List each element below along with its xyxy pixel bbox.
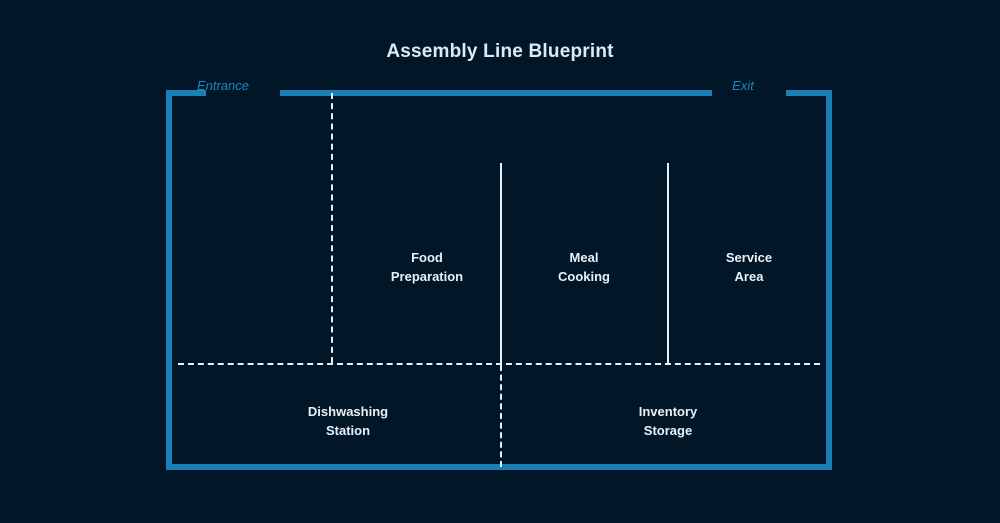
zone-label-service-area: Service Area — [679, 248, 819, 286]
zone-label-line-2: Area — [734, 269, 764, 284]
partition-front-back-divider — [178, 363, 820, 365]
zone-label-dishwashing-station: Dishwashing Station — [263, 402, 433, 440]
door-label-entrance: Entrance — [196, 78, 250, 93]
zone-label-line-2: Cooking — [558, 269, 610, 284]
door-label-exit: Exit — [732, 78, 754, 93]
zone-label-line-1: Meal — [569, 250, 599, 265]
wall-top-segment-3 — [786, 90, 832, 96]
zone-label-line-2: Preparation — [390, 269, 464, 284]
zone-label-line-1: Dishwashing — [307, 404, 389, 419]
zone-label-line-2: Station — [325, 423, 371, 438]
wall-left — [166, 90, 172, 470]
zone-label-food-preparation: Food Preparation — [357, 248, 497, 286]
zone-label-inventory-storage: Inventory Storage — [583, 402, 753, 440]
wall-bottom — [166, 464, 832, 470]
partition-entry-corridor-divider — [331, 93, 333, 363]
zone-label-line-1: Inventory — [638, 404, 698, 419]
page-title: Assembly Line Blueprint — [386, 41, 614, 62]
zone-label-meal-cooking: Meal Cooking — [514, 248, 654, 286]
partition-prep-cook-divider — [500, 163, 502, 363]
partition-dishwashing-inventory-divider — [500, 365, 502, 467]
partition-cook-service-divider — [667, 163, 669, 363]
wall-right — [826, 90, 832, 470]
zone-label-line-1: Service — [725, 250, 773, 265]
zone-label-line-2: Storage — [643, 423, 693, 438]
wall-top-segment-2 — [280, 90, 712, 96]
wall-top-segment-1 — [166, 90, 206, 96]
floorplan-diagram: Entrance Exit Food Preparation Meal Cook… — [166, 78, 832, 470]
zone-label-line-1: Food — [411, 250, 443, 265]
